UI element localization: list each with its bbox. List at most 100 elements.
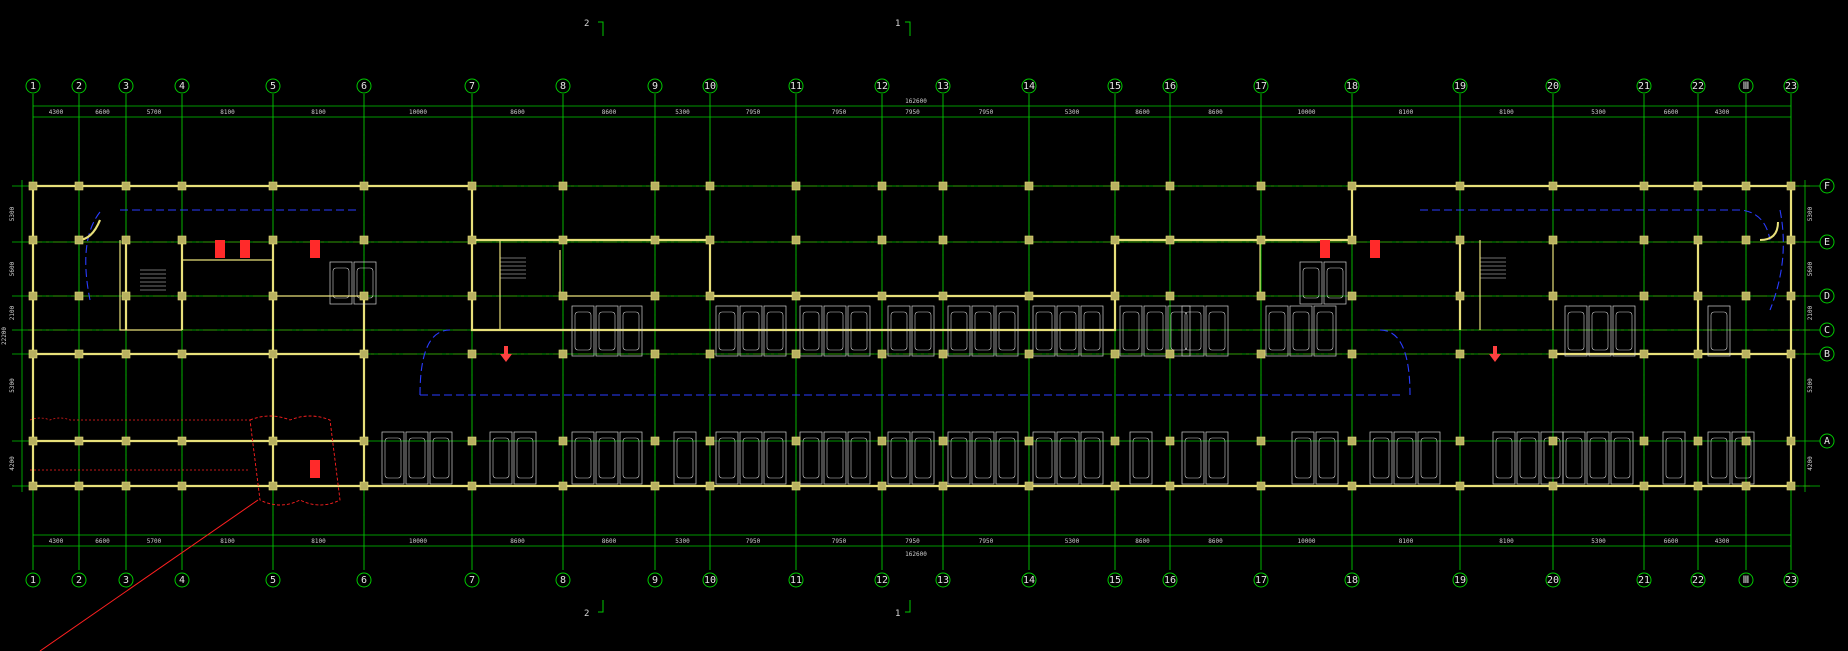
parking-stall [1564,305,1588,357]
column [121,235,131,245]
car-outline [598,311,616,351]
column [1786,436,1796,446]
parking-stall [1291,431,1315,485]
column [558,291,568,301]
column [705,436,715,446]
column [1693,181,1703,191]
column [1256,291,1266,301]
column [1693,235,1703,245]
wall-curve-right [1759,221,1779,241]
column [1548,291,1558,301]
column [1741,235,1751,245]
grid-bubble-top-15-circle [1107,78,1123,94]
column [877,235,887,245]
column [359,436,369,446]
column [268,181,278,191]
column [650,291,660,301]
car-outline [432,437,450,479]
parking-stall [995,305,1019,357]
column [1455,436,1465,446]
column [268,349,278,359]
column [1110,235,1120,245]
column [938,481,948,491]
parking-stall [571,431,595,485]
grid-bubble-top-23-circle [1783,78,1799,94]
parking-stall [971,305,995,357]
dimension-bottom-3: 8100 [220,538,235,545]
grid-bubble-bottom-7-circle [464,572,480,588]
column [1347,436,1357,446]
column [1548,235,1558,245]
car-outline [598,437,616,479]
grid-bubble-bottom-8-circle [555,572,571,588]
column [938,181,948,191]
grid-bubble-bottom-20-circle [1545,572,1561,588]
grid-bubble-row-B-circle [1819,346,1835,362]
parking-stall [715,305,739,357]
car-outline [676,437,694,479]
grid-bubble-top-10-circle [702,78,718,94]
grid-bubble-bottom-20-label: 20 [1547,575,1559,586]
column [1110,291,1120,301]
column [558,181,568,191]
parking-stall [595,305,619,357]
grid-bubble-top-8-circle [555,78,571,94]
wall-segment-2 [708,240,1115,298]
parking-stall [995,431,1019,485]
dimension-bottom-1: 6600 [95,538,110,545]
car-outline [408,437,426,479]
parking-stall [1586,431,1610,485]
car-outline [1170,311,1188,351]
grid-bubble-top-18-label: 18 [1346,81,1358,92]
overall-dimension-top: 162600 [905,98,927,105]
grid-bubble-bottom-6-circle [356,572,372,588]
grid-bubble-top-2-label: 2 [76,81,82,92]
column [1741,349,1751,359]
column [791,349,801,359]
dimension-top-12: 7950 [979,109,994,116]
dimension-bottom-17: 8100 [1399,538,1414,545]
car-outline [742,311,760,351]
parking-stall [673,431,697,485]
grid-bubble-top-1-label: 1 [30,81,36,92]
column [467,436,477,446]
grid-bubble-bottom-4-circle [174,572,190,588]
dimension-side-right-0: 5300 [1807,206,1814,221]
grid-bubble-top-12-circle [874,78,890,94]
parking-stall [1143,305,1167,357]
column [74,235,84,245]
column [1256,481,1266,491]
parking-stall [429,431,453,485]
grid-bubble-top-2-circle [71,78,87,94]
column [177,235,187,245]
car-outline [802,437,820,479]
parking-stall [799,305,823,357]
grid-bubble-top-10-label: 10 [704,81,716,92]
car-outline [742,437,760,479]
parking-stall [1707,431,1731,485]
column [558,349,568,359]
grid-bubble-row-A-circle [1819,433,1835,449]
grid-bubble-bottom-4-label: 4 [179,575,185,586]
dimension-side-right-1: 5600 [1807,261,1814,276]
column [1693,481,1703,491]
dimension-top-0: 4300 [49,109,64,116]
car-outline [1146,311,1164,351]
car-outline [516,437,534,479]
column [1024,481,1034,491]
parking-stall [1323,261,1347,305]
parking-stall [911,431,935,485]
car-outline [384,437,402,479]
car-outline [850,311,868,351]
grid-bubble-top-19-circle [1452,78,1468,94]
dimension-bottom-16: 10000 [1297,538,1315,545]
car-outline [1589,437,1607,479]
column [1548,349,1558,359]
dimension-bottom-2: 5700 [147,538,162,545]
parking-stall [405,431,429,485]
equipment-block-1 [240,240,250,258]
grid-bubble-top-9-label: 9 [652,81,658,92]
column [1110,481,1120,491]
dimension-top-6: 8600 [510,109,525,116]
column [791,481,801,491]
